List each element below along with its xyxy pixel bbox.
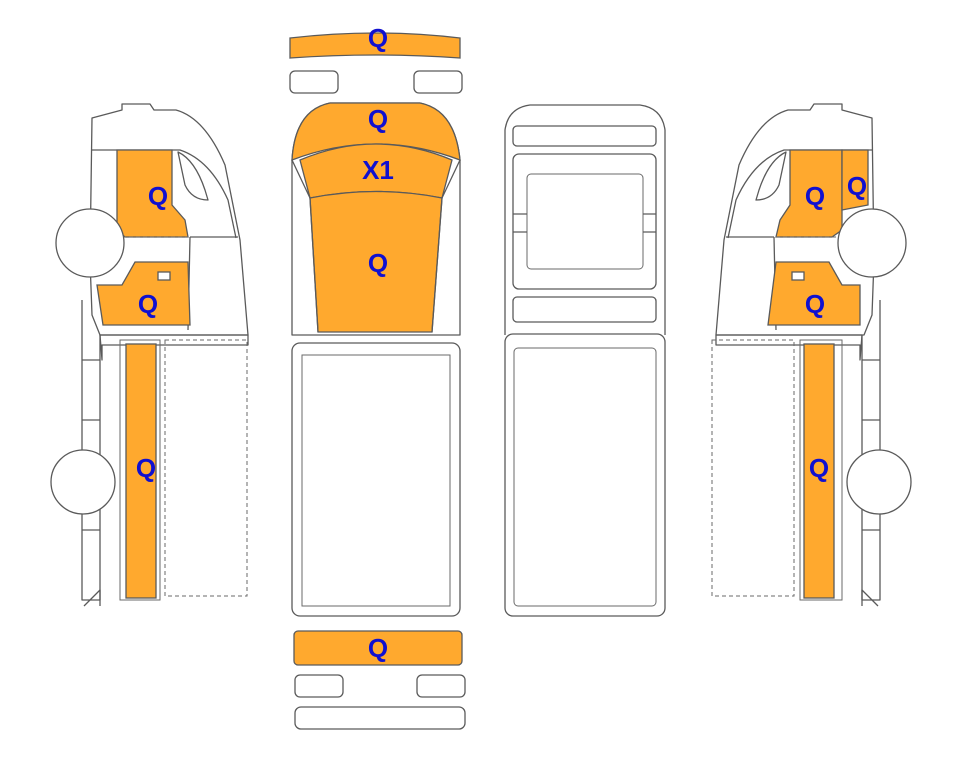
rear-bumper-label: Q <box>368 633 388 663</box>
right-door-panel <box>775 149 843 238</box>
right-side-view: Q Q Q Q <box>711 103 912 607</box>
left-door-label: Q <box>148 181 168 211</box>
left-sill-label: Q <box>138 289 158 319</box>
left-box-side-panel <box>125 343 157 599</box>
right-box-label: Q <box>809 453 829 483</box>
right-door-label: Q <box>805 181 825 211</box>
right-sill-label: Q <box>805 289 825 319</box>
rear-bumper-panel <box>293 630 463 666</box>
right-sill-panel <box>767 261 861 326</box>
front-wheel-left <box>55 208 125 278</box>
front-wheel-right <box>837 208 907 278</box>
rear-wheel-right <box>846 449 912 515</box>
right-rear-door-panel <box>841 149 869 211</box>
roof-label: Q <box>368 248 388 278</box>
front-bumper-label: Q <box>368 23 388 53</box>
windshield-label: X1 <box>362 155 394 185</box>
hood-label: Q <box>368 104 388 134</box>
left-box-label: Q <box>136 453 156 483</box>
right-rear-door-label: Q <box>847 171 867 201</box>
rear-wheel-left <box>50 449 116 515</box>
left-side-view: Q Q Q <box>50 103 249 607</box>
top-view: Q Q X1 Q Q <box>289 23 466 730</box>
underside-view <box>504 104 666 617</box>
right-box-side-panel <box>803 343 835 599</box>
front-bumper-panel <box>289 32 461 59</box>
